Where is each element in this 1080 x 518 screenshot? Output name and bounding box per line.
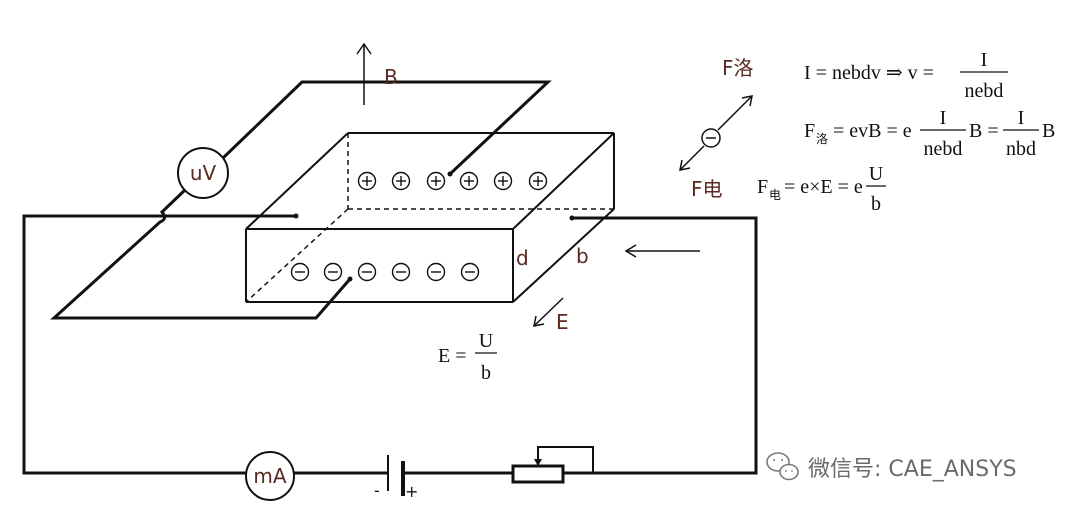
negative-charges: [290, 262, 480, 282]
electric-field-arrow: [533, 297, 564, 327]
right-circuit-wire: [563, 216, 758, 475]
plus-charge-icon: [459, 171, 479, 191]
eq3-denominator: b: [871, 193, 881, 215]
eq4-lhs: E =: [438, 345, 467, 367]
electric-force-arrow: [679, 145, 705, 171]
eq2-end: B: [1042, 120, 1055, 142]
minus-charge-icon: [426, 262, 446, 282]
top-voltmeter-wire: [221, 80, 552, 176]
eq2-subscript: 洛: [816, 131, 828, 146]
plus-charge-icon: [357, 171, 377, 191]
electron-charge-icon: [701, 128, 721, 148]
minus-charge-icon: [391, 262, 411, 282]
arrows: [356, 42, 753, 327]
rheostat: [511, 446, 594, 484]
minus-charge-icon: [460, 262, 480, 282]
eq4-numerator: U: [479, 330, 494, 352]
eq2-numerator-1: I: [940, 107, 947, 129]
eq2-denominator-1: nebd: [924, 138, 963, 160]
label-d: d: [516, 246, 529, 270]
equation-lorentz-force: F 洛 = evB = e I nebd B = I nbd B: [804, 107, 1055, 160]
eq2-F: F: [804, 120, 815, 142]
eq1-numerator: I: [981, 49, 988, 71]
watermark-text: 微信号: CAE_ANSYS: [808, 457, 1017, 482]
voltmeter-circle: [177, 147, 229, 199]
rheostat-body: [511, 464, 565, 484]
label-F-luo: F洛: [722, 56, 754, 80]
eq1-denominator: nebd: [965, 80, 1004, 102]
plus-charge-icon: [391, 171, 411, 191]
eq1-lhs: I = nebdv ⇒ v =: [804, 62, 934, 84]
slab-hidden-edges: [245, 133, 614, 303]
wechat-icon: [766, 452, 799, 481]
minus-charge-icon: [357, 262, 377, 282]
equation-electric-force: F 电 = e×E = e U b: [757, 163, 886, 215]
label-F-dian: F电: [691, 177, 723, 201]
electrode-left: [293, 213, 299, 219]
main-circuit-wires: [22, 214, 758, 475]
plus-charge-icon: [426, 171, 446, 191]
eq2-denominator-2: nbd: [1006, 138, 1036, 160]
plus-charge-icon: [528, 171, 548, 191]
minus-charge-icon: [323, 262, 343, 282]
eq4-denominator: b: [481, 362, 491, 384]
current-direction-arrow: [624, 244, 700, 258]
battery-minus-label: -: [374, 481, 380, 500]
eq3-F: F: [757, 176, 768, 198]
equation-current: I = nebdv ⇒ v = I nebd: [804, 49, 1008, 102]
slab-top-right-edge: [512, 132, 615, 230]
magnetic-field-arrow: [356, 42, 372, 105]
electrode-dots: [293, 171, 575, 282]
eq2-middle-2: B =: [969, 120, 999, 142]
rheostat-slider-arrow: [534, 459, 542, 466]
slab-box: [245, 132, 615, 303]
eq3-numerator: U: [869, 163, 884, 185]
label-B: B: [384, 65, 398, 89]
ammeter-label: mA: [253, 464, 286, 488]
eq2-numerator-2: I: [1018, 107, 1025, 129]
wechat-watermark: 微信号: CAE_ANSYS: [766, 452, 1017, 482]
ammeter: mA: [245, 451, 295, 501]
slab-bottom-right-edge: [512, 208, 615, 303]
voltmeter: uV: [177, 147, 229, 199]
eq3-middle: = e×E = e: [784, 176, 863, 198]
battery: [387, 455, 405, 496]
electrode-top: [447, 171, 453, 177]
slab-top-left-edge: [245, 132, 349, 230]
minus-charge-icon: [290, 262, 310, 282]
ammeter-circle: [245, 451, 295, 501]
eq2-middle: = evB = e: [833, 120, 912, 142]
voltmeter-label: uV: [190, 161, 217, 185]
label-E: E: [556, 310, 569, 334]
label-b: b: [576, 244, 589, 268]
lower-voltmeter-wire: [50, 187, 352, 320]
battery-plus-label: +: [405, 482, 418, 501]
positive-charges: [357, 171, 548, 191]
lorentz-force-arrow: [717, 95, 753, 131]
electrode-front: [347, 276, 353, 282]
left-circuit-wire: [22, 214, 296, 475]
voltmeter-circuit-wires: [50, 80, 552, 320]
eq3-subscript: 电: [769, 188, 781, 202]
electrode-right: [569, 215, 575, 221]
plus-charge-icon: [493, 171, 513, 191]
rheostat-slider-wire: [537, 446, 594, 473]
equation-electric-field: E = U b: [438, 330, 497, 384]
hidden-bottom-left-edge: [245, 208, 349, 303]
